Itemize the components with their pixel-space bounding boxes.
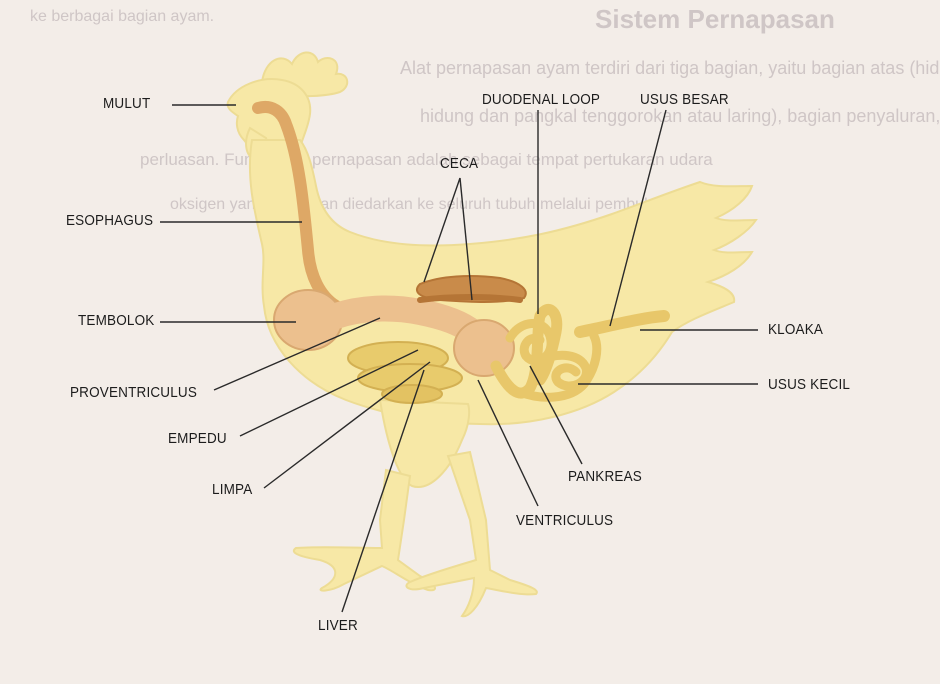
ventriculus-organ — [454, 320, 514, 376]
label-usus-kecil: USUS KECIL — [768, 376, 850, 393]
label-empedu: EMPEDU — [168, 430, 227, 447]
label-limpa: LIMPA — [212, 481, 252, 498]
limpa-organ — [382, 385, 442, 403]
label-esophagus: ESOPHAGUS — [66, 212, 153, 229]
label-ventriculus: VENTRICULUS — [516, 512, 613, 529]
label-ceca: CECA — [440, 155, 478, 172]
label-tembolok: TEMBOLOK — [78, 312, 154, 329]
label-usus-besar: USUS BESAR — [640, 91, 729, 108]
label-liver: LIVER — [318, 617, 358, 634]
label-duodenal-loop: DUODENAL LOOP — [482, 91, 600, 108]
leg-left — [294, 470, 435, 591]
label-mulut: MULUT — [103, 95, 150, 112]
label-pankreas: PANKREAS — [568, 468, 642, 485]
label-kloaka: KLOAKA — [768, 321, 823, 338]
label-proventriculus: PROVENTRICULUS — [70, 384, 197, 401]
ceca-organ-2 — [420, 297, 520, 300]
